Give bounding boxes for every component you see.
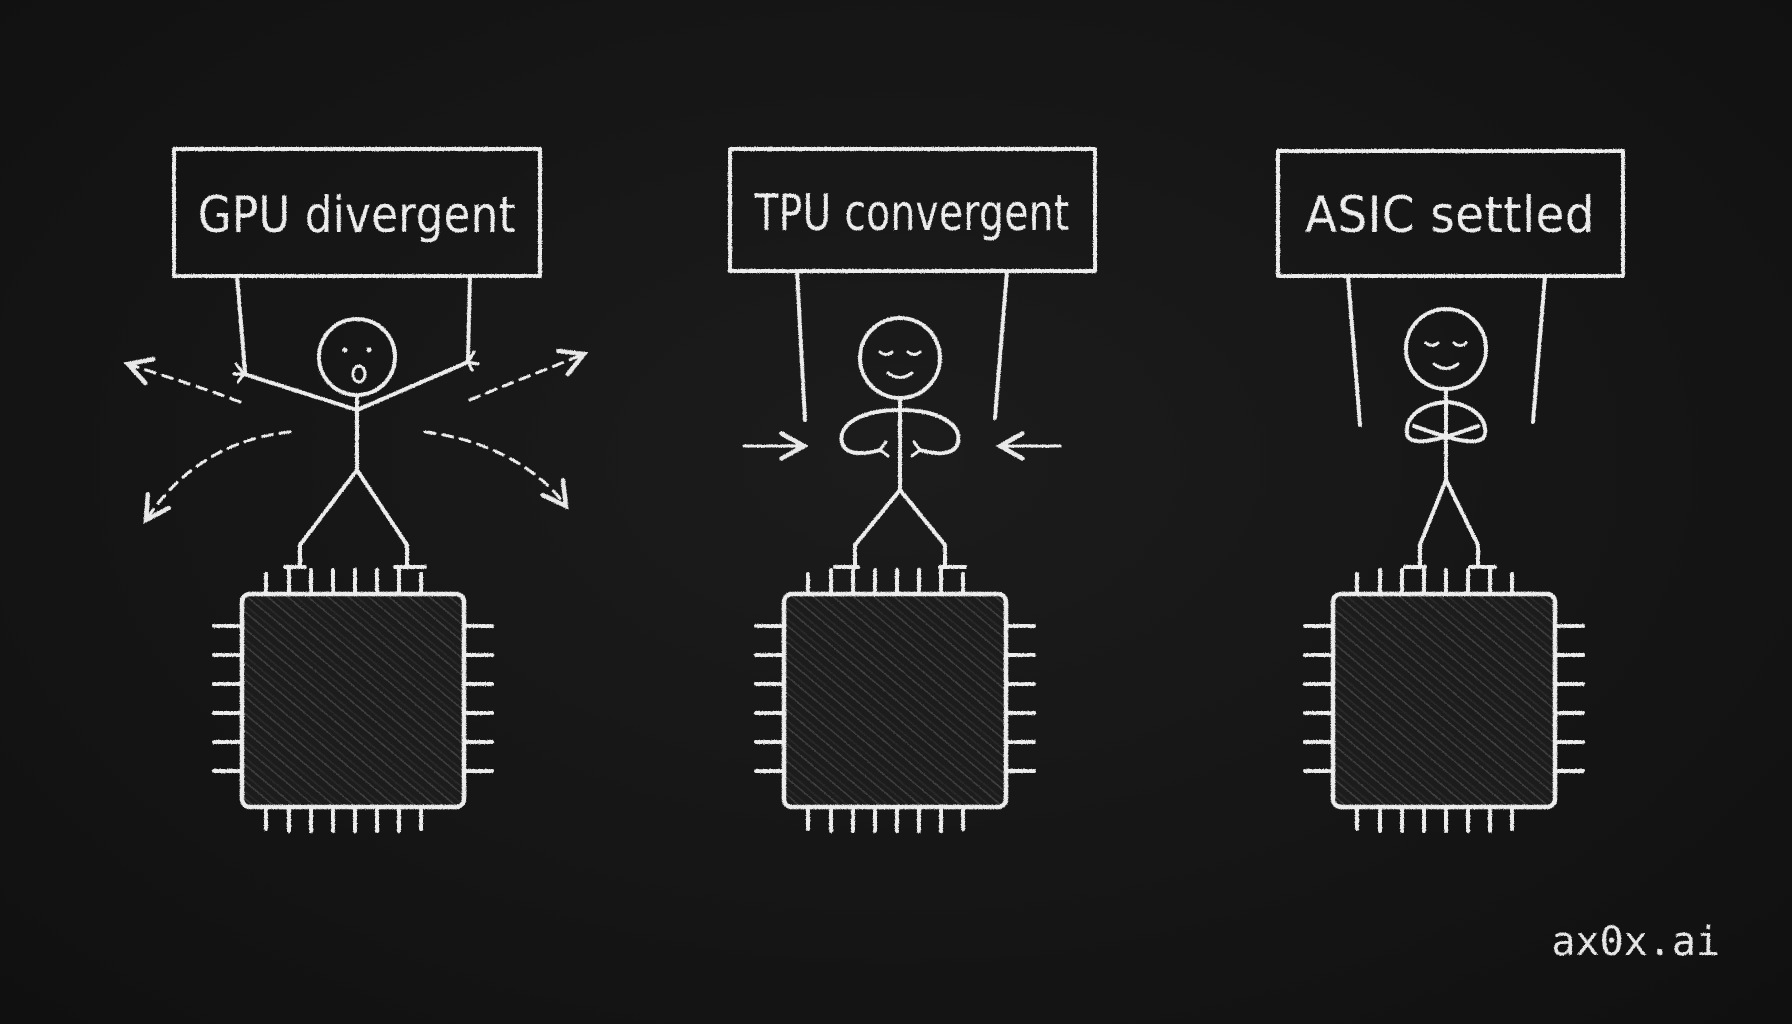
gpu-sign-board: [172, 147, 542, 278]
tpu-stick-figure: [833, 316, 967, 569]
asic-sign-label: ASIC settled: [1305, 186, 1595, 244]
asic-chip: [1303, 568, 1585, 833]
asic-sign-board: [1276, 149, 1625, 278]
asic-group: [1276, 149, 1625, 833]
watermark-logo: ax0x.ai: [1551, 919, 1720, 965]
arrow-down-left: [143, 430, 292, 524]
tpu-sign-pole-left: [795, 269, 807, 422]
arrow-up-left: [123, 357, 242, 404]
gpu-sign-label: GPU divergent: [198, 186, 516, 244]
gpu-group: [123, 147, 589, 833]
tpu-chip: [754, 568, 1036, 833]
tpu-figure-head: [858, 316, 942, 400]
arrow-down-right: [423, 430, 569, 510]
tpu-group: [728, 147, 1097, 833]
asic-figure-head: [1404, 307, 1488, 391]
asic-sign-pole-left: [1346, 274, 1362, 427]
arrow-up-right: [468, 348, 589, 402]
asic-sign-pole-right: [1531, 274, 1547, 424]
tpu-sign-label: TPU convergent: [754, 184, 1070, 242]
tpu-sign-pole-right: [993, 269, 1009, 420]
gpu-sign-pole-right: [466, 274, 472, 362]
gpu-divergent-arrows: [123, 348, 589, 524]
tpu-sign-board: [728, 147, 1097, 273]
gpu-chip: [212, 568, 494, 833]
gpu-figure-head: [317, 317, 397, 397]
asic-stick-figure: [1403, 307, 1497, 569]
gpu-sign-pole-left: [235, 274, 247, 374]
gpu-stick-figure: [232, 317, 480, 569]
